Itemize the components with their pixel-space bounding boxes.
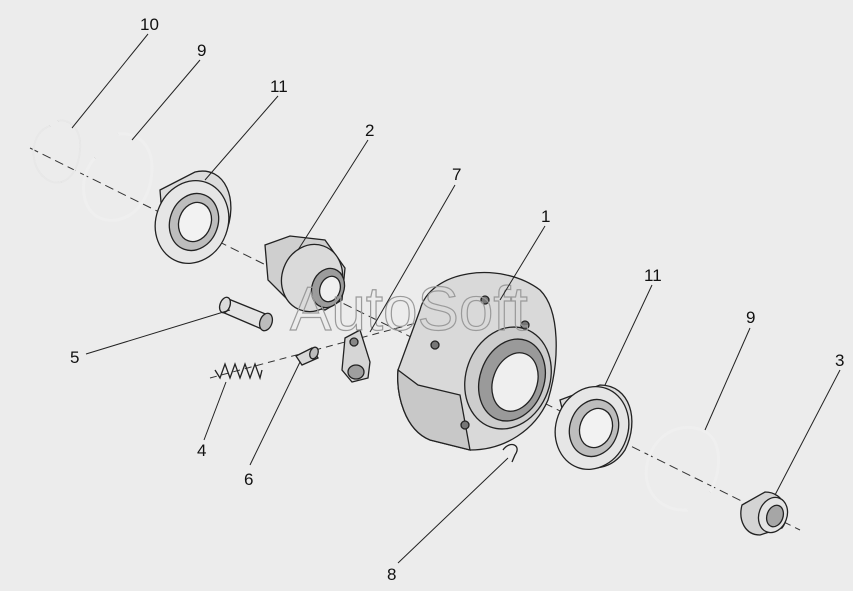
leader-4 [203, 381, 227, 441]
callout-labels: 10 9 11 2 7 1 11 9 3 5 4 6 8 [70, 15, 844, 584]
bearing-11-left [154, 170, 232, 264]
callout-10: 10 [140, 15, 159, 34]
leader-9a [131, 59, 201, 141]
bearing-11-right [554, 384, 633, 470]
leader-9b [704, 327, 751, 431]
callout-9-left: 9 [197, 41, 206, 60]
watermark-text: AutoSoft [290, 275, 528, 344]
leader-6 [249, 361, 301, 466]
bushing-3 [740, 491, 789, 536]
pin-5 [218, 296, 274, 332]
leader-11a [204, 95, 279, 181]
callout-3: 3 [835, 351, 844, 370]
callout-4: 4 [197, 441, 206, 460]
callout-7: 7 [452, 165, 461, 184]
spring-4 [214, 362, 263, 381]
housing-1 [397, 271, 557, 451]
callout-6: 6 [244, 470, 253, 489]
split-pin-8 [502, 443, 518, 463]
callout-11-right: 11 [644, 266, 662, 285]
callout-1: 1 [541, 207, 550, 226]
callout-9-right: 9 [746, 308, 755, 327]
leader-5 [85, 309, 231, 355]
lever-7 [341, 329, 371, 383]
callout-5: 5 [70, 348, 79, 367]
snap-ring-10 [32, 119, 82, 184]
hub-gear-2 [264, 235, 346, 313]
leader-2 [297, 139, 369, 251]
leader-lines [71, 33, 841, 564]
leader-3 [774, 369, 841, 496]
leader-1 [499, 225, 546, 301]
retaining-ring-9-left [82, 132, 154, 222]
retaining-ring-9-right [644, 425, 721, 512]
callout-11-left: 11 [270, 77, 288, 96]
callout-8: 8 [387, 565, 396, 584]
leader-11b [604, 284, 653, 386]
leader-7 [369, 184, 456, 333]
leader-8 [397, 457, 509, 564]
callout-2: 2 [365, 121, 374, 140]
leader-10 [71, 33, 149, 129]
